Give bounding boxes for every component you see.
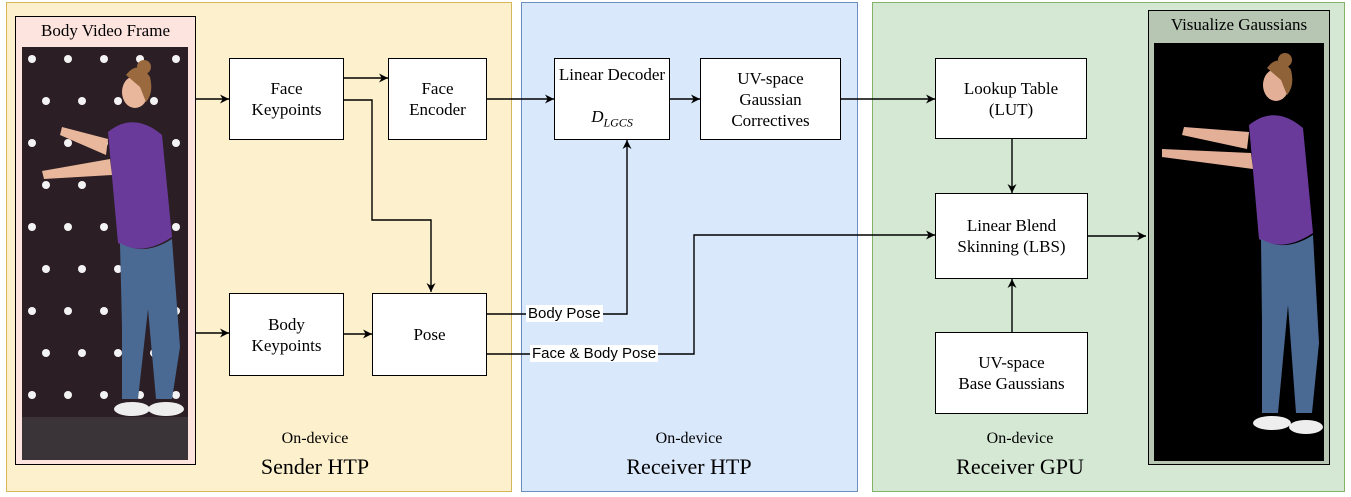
studio-light [100,391,108,399]
studio-light [78,265,86,273]
studio-light [64,139,72,147]
face-keypoints-node: Face Keypoints [229,58,344,140]
linear-decoder-node: Linear Decoder DLGCS [554,58,670,140]
uv-base-gaussians-node: UV-space Base Gaussians [935,332,1088,414]
body-keypoints-node: Body Keypoints [229,293,344,376]
studio-light [100,55,108,63]
linear-blend-skinning-node: Linear Blend Skinning (LBS) [935,193,1088,279]
studio-light [172,391,180,399]
arrow-pose-to-lbs [487,230,935,355]
arrow-face-keypoints-to-pose [344,99,436,292]
body-video-image [22,47,188,460]
studio-light [114,265,122,273]
studio-light [78,97,86,105]
studio-light [150,97,158,105]
studio-light [64,223,72,231]
studio-light [42,181,50,189]
studio-light [100,223,108,231]
sender-caption-line2: Sender HTP [260,454,370,479]
studio-light [172,139,180,147]
pose-node: Pose [372,293,487,376]
body-video-frame: Body Video Frame [15,16,196,465]
gaussian-render-image [1154,43,1324,461]
receiver-htp-caption: On-device Receiver HTP [589,430,789,480]
studio-light [114,97,122,105]
receiver-htp-caption-line2: Receiver HTP [626,454,752,479]
studio-light [42,97,50,105]
decoder-symbol-d: D [591,107,604,127]
lookup-table-node: Lookup Table (LUT) [935,58,1087,139]
body-video-illustration [22,47,188,460]
linear-decoder-symbol: DLGCS [591,85,633,133]
studio-light [28,139,36,147]
studio-light [172,223,180,231]
studio-light [64,55,72,63]
receiver-gpu-caption-line1: On-device [986,430,1054,447]
studio-light [64,307,72,315]
sender-caption: On-device Sender HTP [215,430,415,480]
studio-light [78,349,86,357]
receiver-gpu-caption-line2: Receiver GPU [956,454,1084,479]
linear-decoder-label: Linear Decoder [558,65,666,85]
studio-light [42,265,50,273]
studio-light [28,55,36,63]
gaussian-render-illustration [1154,43,1324,461]
body-video-frame-title: Body Video Frame [41,21,170,40]
uv-gaussian-correctives-node: UV-space Gaussian Correctives [700,58,841,140]
studio-light [28,223,36,231]
studio-light [28,391,36,399]
face-encoder-node: Face Encoder [388,58,487,140]
studio-light [114,349,122,357]
studio-light [28,307,36,315]
receiver-gpu-caption: On-device Receiver GPU [920,430,1120,480]
face-body-pose-label: Face & Body Pose [530,345,659,362]
studio-light [64,391,72,399]
studio-light [78,181,86,189]
visualize-gaussians-frame: Visualize Gaussians [1148,10,1330,465]
arrow-pose-to-decoder [487,140,632,315]
sender-caption-line1: On-device [281,430,349,447]
studio-light [100,307,108,315]
body-pose-label: Body Pose [526,305,603,322]
studio-light [172,55,180,63]
visualize-gaussians-title: Visualize Gaussians [1170,15,1308,34]
studio-light [42,349,50,357]
decoder-symbol-sub: LGCS [603,115,633,130]
receiver-htp-caption-line1: On-device [655,430,723,447]
